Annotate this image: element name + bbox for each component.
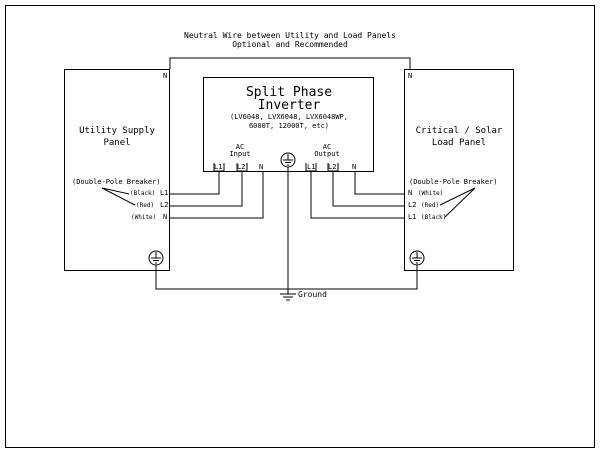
wire-in-l1	[170, 171, 220, 195]
wire-in-n	[170, 171, 264, 219]
utility-breaker-line-1	[101, 187, 130, 195]
load-corner-n: N	[408, 72, 412, 80]
load-breaker-label: (Double-Pole Breaker)	[409, 178, 498, 186]
inverter-in-n: N	[259, 163, 263, 171]
utility-l2-label: L2	[160, 201, 168, 209]
ground-label: Ground	[298, 290, 327, 299]
utility-white-label: (White)	[131, 214, 156, 221]
header-line-1: Neutral Wire between Utility and Load Pa…	[184, 31, 396, 40]
load-n-label: N	[408, 189, 412, 197]
neutral-wire-top	[169, 57, 411, 69]
utility-panel-title-2: Panel	[103, 138, 130, 148]
load-panel-title-1: Critical / Solar	[416, 126, 503, 136]
inverter-out-l1: L1	[307, 163, 315, 171]
wire-out-l2	[332, 171, 405, 207]
inverter-title-1: Split Phase	[246, 85, 332, 100]
wire-out-l1	[310, 171, 405, 219]
page-border	[5, 5, 595, 448]
earth-ground-icon	[280, 293, 296, 301]
utility-breaker-label: (Double-Pole Breaker)	[72, 178, 161, 186]
inverter-models-1: (LV6048, LVX6048, LVX6048WP,	[230, 113, 348, 121]
load-white-label: (White)	[418, 190, 443, 197]
load-breaker-line-2	[444, 187, 476, 218]
ac-input-label-1: AC	[236, 143, 244, 151]
utility-panel-title-1: Utility Supply	[79, 126, 155, 136]
utility-black-label: (Black)	[130, 190, 155, 197]
load-l2-label: L2	[408, 201, 416, 209]
wire-out-n	[354, 171, 405, 195]
critical-load-panel	[404, 69, 514, 271]
ac-output-label-2: Output	[314, 150, 339, 158]
ac-output-label-1: AC	[323, 143, 331, 151]
header-line-2: Optional and Recommended	[232, 40, 348, 49]
earth-ground-icon	[409, 250, 425, 266]
load-breaker-line-1	[439, 187, 476, 206]
utility-l1-label: L1	[160, 189, 168, 197]
utility-red-label: (Red)	[136, 202, 154, 209]
inverter-out-n: N	[352, 163, 356, 171]
earth-ground-icon	[148, 250, 164, 266]
utility-corner-n: N	[163, 72, 167, 80]
utility-breaker-line-2	[101, 187, 136, 206]
load-panel-title-2: Load Panel	[432, 138, 486, 148]
utility-supply-panel	[64, 69, 170, 271]
load-l1-label: L1	[408, 213, 416, 221]
ac-input-label-2: Input	[229, 150, 250, 158]
inverter-title-2: Inverter	[258, 98, 321, 113]
inverter-in-l1: L1	[214, 163, 222, 171]
inverter-out-l2: L2	[328, 163, 336, 171]
wire-in-l2	[170, 171, 243, 207]
load-black-label: (Black)	[421, 214, 446, 221]
inverter-in-l2: L2	[237, 163, 245, 171]
ground-bus-wire	[155, 265, 418, 290]
inverter-models-2: 6000T, 12000T, etc)	[249, 122, 329, 130]
earth-ground-icon	[280, 152, 296, 168]
utility-n-label: N	[163, 213, 167, 221]
load-red-label: (Red)	[421, 202, 439, 209]
